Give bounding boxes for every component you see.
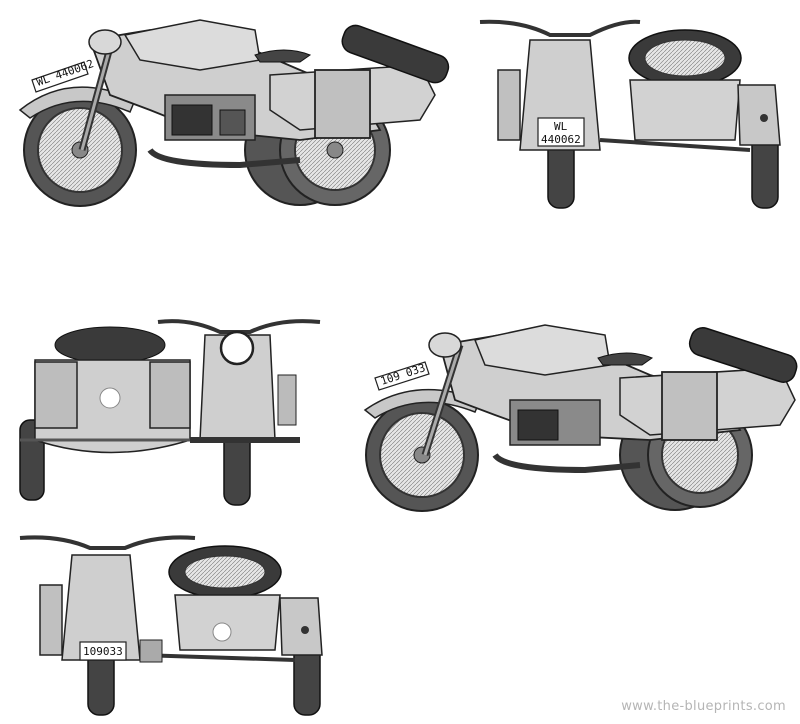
front-wheel bbox=[23, 93, 137, 207]
license-plate-side-bottom: 109 033 bbox=[374, 361, 430, 391]
rear-view-bottom: 109033 bbox=[19, 535, 323, 716]
rear-view-top: WL 440062 bbox=[479, 19, 781, 209]
front-view-middle bbox=[19, 319, 321, 506]
side-view-top: WL 440062 bbox=[18, 19, 450, 207]
spare-tire bbox=[341, 24, 450, 84]
spare-tire bbox=[688, 327, 798, 383]
svg-text:440062: 440062 bbox=[541, 133, 581, 146]
pannier-box bbox=[661, 371, 718, 441]
side-view-bottom: 109 033 bbox=[363, 324, 798, 512]
watermark: www.the-blueprints.com bbox=[621, 699, 786, 714]
svg-text:109 033: 109 033 bbox=[379, 361, 427, 388]
svg-text:109033: 109033 bbox=[83, 645, 123, 658]
svg-text:WL: WL bbox=[554, 120, 568, 133]
license-plate-rear-bottom: 109033 bbox=[79, 641, 127, 661]
license-plate-rear-top: WL 440062 bbox=[537, 117, 585, 147]
pannier-box bbox=[314, 69, 371, 139]
